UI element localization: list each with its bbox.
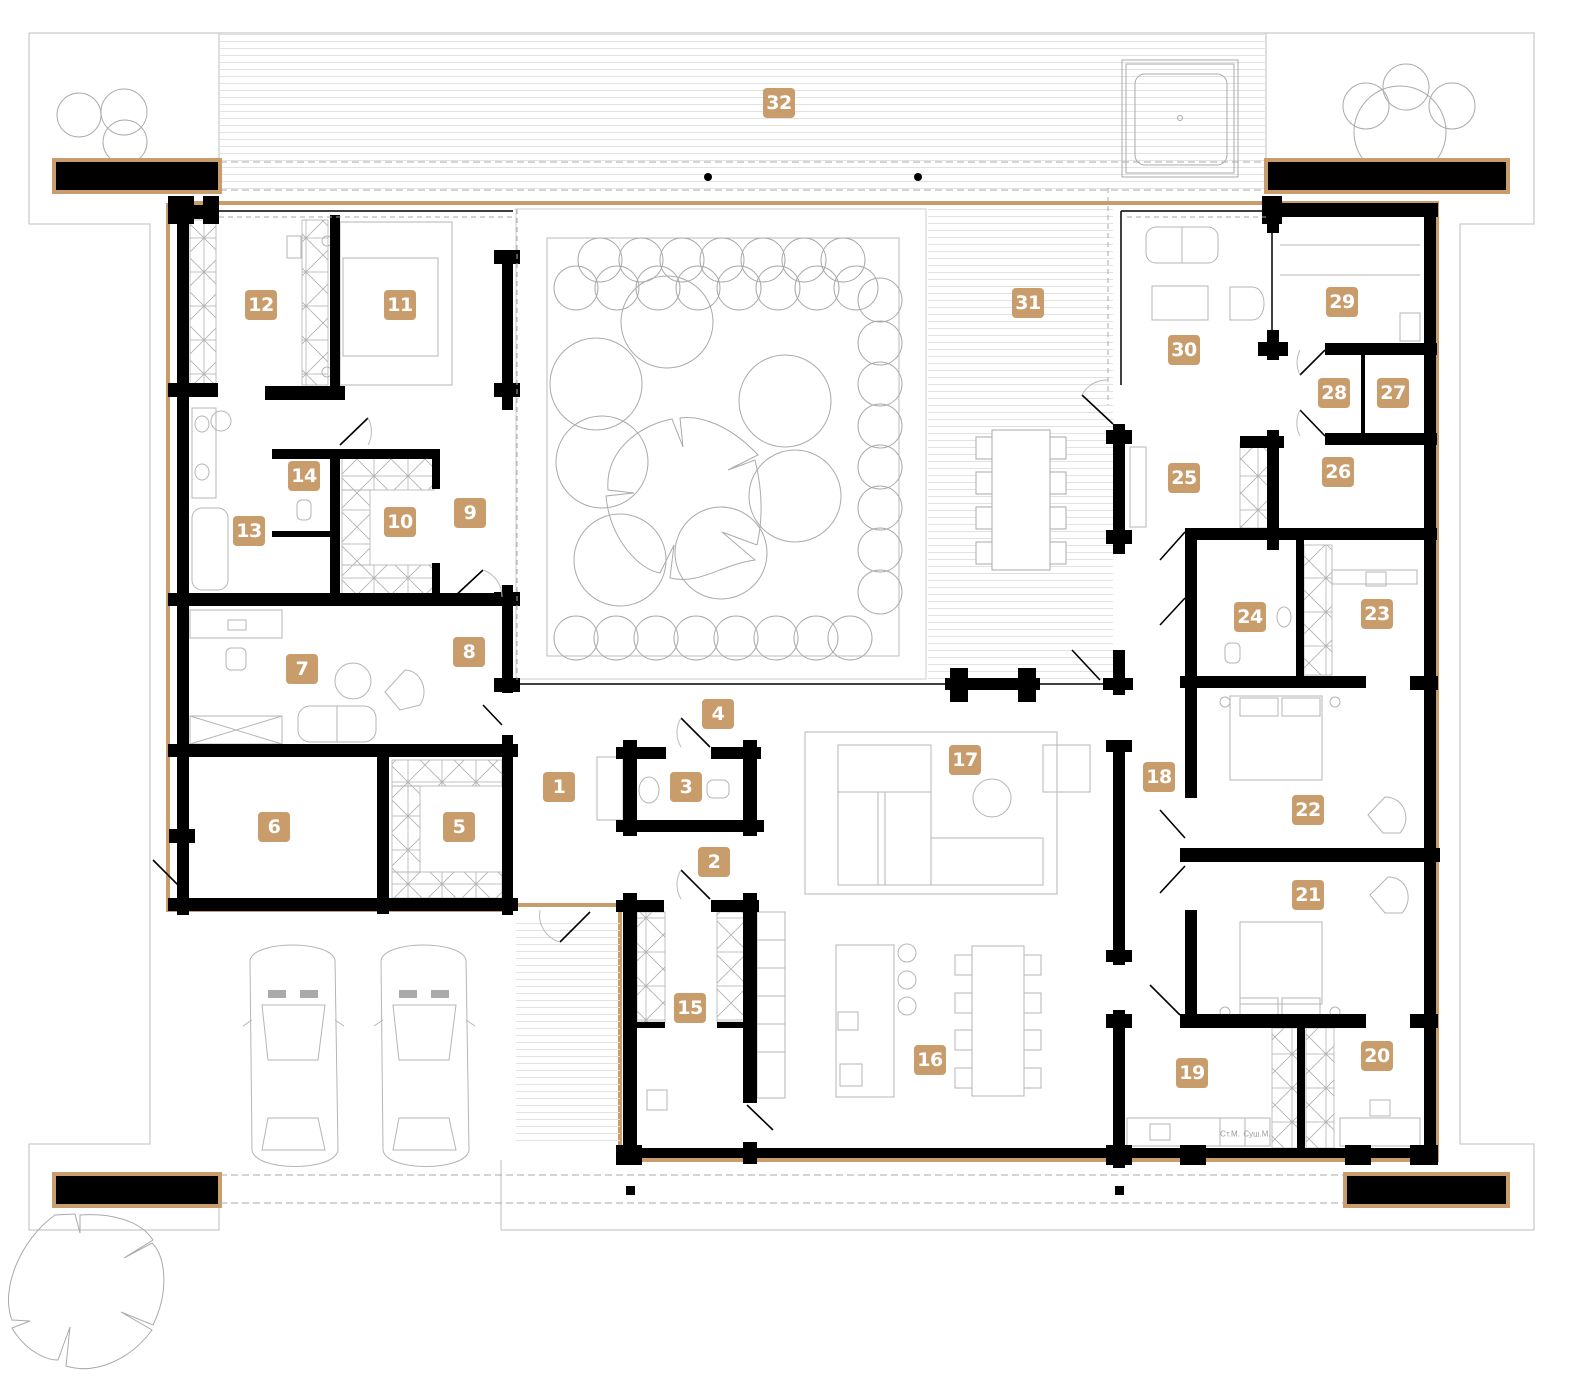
room-badge-30: 30: [1168, 335, 1200, 365]
courtyard: [515, 208, 927, 680]
wardrobes: [189, 219, 1335, 1149]
terrace-entrance-decking: [516, 918, 620, 1146]
dashed-edges: [219, 188, 1266, 680]
room-badge-13: 13: [233, 516, 265, 546]
washing-machine-label: Ст.М.: [1220, 1129, 1240, 1139]
room-badge-25: 25: [1168, 463, 1200, 493]
room-badge-21: 21: [1292, 880, 1324, 910]
hot-tub: [1121, 59, 1239, 178]
courtyard-plants: [549, 237, 903, 661]
door-arcs: [367, 349, 1301, 943]
room-badge-4: 4: [702, 699, 734, 729]
room-badge-7: 7: [286, 654, 318, 684]
room-badge-16: 16: [914, 1045, 946, 1075]
furniture: [189, 221, 1421, 1147]
room-badge-24: 24: [1234, 602, 1266, 632]
room-badge-17: 17: [949, 745, 981, 775]
terrace-31-dining-set: [975, 429, 1067, 571]
room-badge-26: 26: [1322, 457, 1354, 487]
room-badge-18: 18: [1143, 762, 1175, 792]
room-badge-19: 19: [1176, 1058, 1208, 1088]
retaining-blocks: [52, 158, 1510, 1208]
plant-bottom-left: [8, 1213, 165, 1370]
room-badge-12: 12: [245, 290, 277, 320]
room-badge-10: 10: [384, 507, 416, 537]
door-swings: [152, 349, 1326, 1131]
room-badge-14: 14: [288, 461, 320, 491]
shrubs-top-left: [56, 88, 148, 165]
room-badge-9: 9: [454, 498, 486, 528]
room-badge-6: 6: [258, 812, 290, 842]
room-badge-3: 3: [670, 772, 702, 802]
car-left: [242, 944, 345, 1167]
room-badge-31: 31: [1012, 288, 1044, 318]
walls: [168, 196, 1440, 1168]
room-badge-5: 5: [443, 812, 475, 842]
room-badge-22: 22: [1292, 795, 1324, 825]
room-badge-15: 15: [674, 993, 706, 1023]
glazing: [219, 210, 1273, 685]
room-badge-28: 28: [1318, 378, 1350, 408]
room-badge-29: 29: [1326, 287, 1358, 317]
dryer-label: Суш.М.: [1243, 1129, 1271, 1139]
room-badge-1: 1: [543, 772, 575, 802]
terrace-32-decking: [220, 34, 1266, 189]
car-right: [373, 944, 476, 1167]
room-badge-8: 8: [453, 637, 485, 667]
room-badge-23: 23: [1361, 599, 1393, 629]
room-badge-32: 32: [763, 88, 795, 118]
room-badge-2: 2: [698, 847, 730, 877]
room-badge-11: 11: [384, 290, 416, 320]
room-badge-27: 27: [1377, 378, 1409, 408]
room-badge-20: 20: [1361, 1041, 1393, 1071]
